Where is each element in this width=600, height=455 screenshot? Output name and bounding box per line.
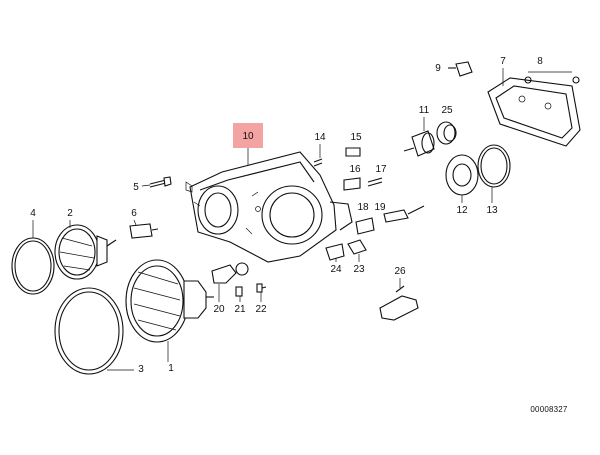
ring-part-13: [477, 144, 511, 188]
callout-21[interactable]: 21: [234, 304, 246, 315]
callout-8[interactable]: 8: [537, 56, 543, 67]
adjuster-part-26: [379, 285, 419, 321]
trim-ring-small: [11, 237, 55, 295]
screw-part-17: [367, 177, 383, 187]
callout-13[interactable]: 13: [486, 205, 498, 216]
connector-part-24: [325, 243, 345, 261]
callout-16[interactable]: 16: [349, 164, 361, 175]
callout-15[interactable]: 15: [350, 132, 362, 143]
callout-6[interactable]: 6: [131, 208, 137, 219]
screw-part-14: [313, 158, 323, 167]
bulb-part-22: [256, 283, 267, 293]
bulb-part-15: [345, 147, 361, 157]
diagram-code: 00008327: [530, 405, 568, 414]
headlight-lens: [125, 259, 214, 343]
callout-19[interactable]: 19: [374, 202, 386, 213]
callout-24[interactable]: 24: [330, 264, 342, 275]
cap-part-12: [445, 154, 479, 196]
callout-26[interactable]: 26: [394, 266, 406, 277]
callout-20[interactable]: 20: [213, 304, 225, 315]
callout-2[interactable]: 2: [67, 208, 73, 219]
callout-9[interactable]: 9: [435, 63, 441, 74]
callout-17[interactable]: 17: [375, 164, 387, 175]
bracket-part-7: [487, 77, 581, 147]
callout-25[interactable]: 25: [441, 105, 453, 116]
clip-part-18: [355, 217, 375, 235]
callout-18[interactable]: 18: [357, 202, 369, 213]
socket-part-25: [436, 121, 457, 145]
socket-part-6: [129, 223, 159, 239]
trim-ring-large: [54, 287, 124, 375]
callout-1[interactable]: 1: [168, 363, 174, 374]
headlight-housing: [185, 151, 353, 263]
callout-3[interactable]: 3: [138, 364, 144, 375]
callout-12[interactable]: 12: [456, 205, 468, 216]
connector-part-23: [347, 239, 367, 255]
socket-part-11: [403, 130, 435, 157]
callout-14[interactable]: 14: [314, 132, 326, 143]
auxiliary-lamp: [54, 224, 117, 280]
bulb-part-19: [383, 205, 425, 223]
clip-part-9: [448, 61, 473, 77]
screw-part-5: [149, 176, 172, 188]
callout-7[interactable]: 7: [500, 56, 506, 67]
callout-11[interactable]: 11: [419, 105, 430, 116]
callout-22[interactable]: 22: [255, 304, 267, 315]
highlight-box: [233, 123, 263, 148]
callout-4[interactable]: 4: [30, 208, 36, 219]
fastener-part-8: [524, 76, 580, 84]
socket-part-16: [343, 177, 361, 191]
callout-10[interactable]: 10: [242, 131, 254, 142]
leader-5: [141, 184, 151, 187]
bulb-part-21: [235, 286, 243, 297]
leader-6: [133, 219, 137, 226]
callout-5[interactable]: 5: [133, 182, 139, 193]
callout-23[interactable]: 23: [353, 264, 365, 275]
bulb-part-20: [211, 262, 249, 284]
